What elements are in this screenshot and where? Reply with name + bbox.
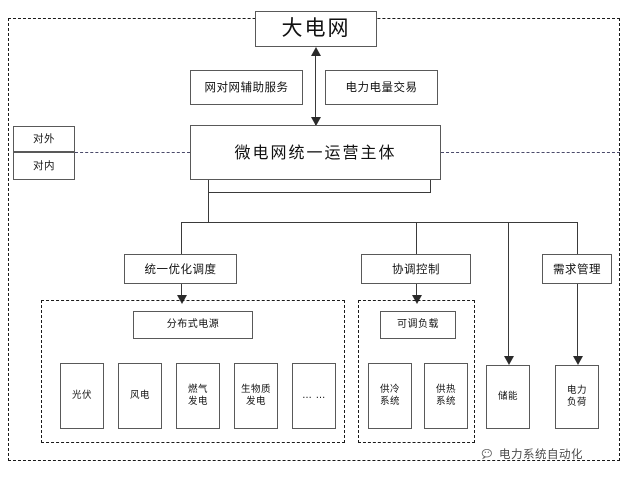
connector-bus-to-demand-mgmt	[577, 222, 578, 254]
node-main-grid-label: 大电网	[281, 16, 351, 41]
node-power-energy-trading-label: 电力电量交易	[345, 80, 418, 95]
node-biomass-power-generation-label: 生物质 发电	[240, 384, 271, 407]
node-microgrid-unified-operator[interactable]: 微电网统一运营主体	[190, 125, 441, 180]
node-grid-to-grid-ancillary-service-label: 网对网辅助服务	[204, 80, 289, 95]
node-demand-management[interactable]: 需求管理	[542, 254, 612, 284]
arrowhead-down-to-storage	[504, 356, 514, 365]
arrowhead-down-to-electric-load	[573, 356, 583, 365]
node-dg-more-ellipsis-label: … …	[302, 390, 326, 402]
node-power-energy-trading[interactable]: 电力电量交易	[325, 70, 438, 105]
node-heating-system-label: 供热 系统	[435, 384, 456, 407]
divider-scope-right	[441, 152, 620, 153]
connector-distribution-bus	[181, 222, 577, 223]
arrowhead-down-to-dg-group	[177, 295, 187, 304]
node-main-grid[interactable]: 大电网	[255, 11, 377, 47]
node-demand-management-label: 需求管理	[553, 261, 601, 276]
connector-bus-to-storage	[508, 222, 509, 360]
node-adjustable-load[interactable]: 可调负载	[380, 311, 456, 339]
node-distributed-generation[interactable]: 分布式电源	[133, 311, 253, 339]
connector-demand-to-electric-load	[577, 284, 578, 360]
divider-scope-left	[75, 152, 190, 153]
wechat-logo-icon	[481, 448, 496, 461]
node-gas-power-generation-label: 燃气 发电	[187, 384, 208, 407]
connector-entity-bus-drop	[208, 192, 209, 222]
node-distributed-generation-label: 分布式电源	[166, 318, 220, 330]
node-electric-load[interactable]: 电力 负荷	[555, 365, 599, 429]
node-scope-internal[interactable]: 对内	[13, 152, 75, 180]
node-heating-system[interactable]: 供热 系统	[424, 363, 468, 429]
node-wind-power-label: 风电	[129, 390, 150, 402]
node-wind-power[interactable]: 风电	[118, 363, 162, 429]
node-grid-to-grid-ancillary-service[interactable]: 网对网辅助服务	[190, 70, 303, 105]
group-distributed-generation	[41, 300, 345, 443]
connector-scheduling-to-dg-group	[181, 284, 182, 300]
connector-entity-stub-left	[208, 180, 209, 202]
connector-grid-to-entity	[315, 55, 316, 125]
connector-bus-to-coordination	[416, 222, 417, 254]
watermark-label: 电力系统自动化	[499, 447, 583, 461]
node-unified-optimal-dispatch-label: 统一优化调度	[144, 261, 217, 276]
group-adjustable-load	[358, 300, 475, 443]
node-unified-optimal-dispatch[interactable]: 统一优化调度	[124, 254, 237, 284]
node-scope-external-label: 对外	[33, 132, 55, 145]
watermark: 电力系统自动化	[481, 446, 583, 462]
connector-bus-to-scheduling	[181, 222, 182, 254]
arrowhead-down-to-entity	[311, 117, 321, 126]
node-energy-storage[interactable]: 储能	[486, 365, 530, 429]
connector-entity-bus-upper	[208, 192, 431, 193]
arrowhead-down-to-load-group	[412, 295, 422, 304]
node-electric-load-label: 电力 负荷	[566, 385, 587, 408]
node-biomass-power-generation[interactable]: 生物质 发电	[234, 363, 278, 429]
node-microgrid-unified-operator-label: 微电网统一运营主体	[234, 142, 397, 162]
connector-entity-stub-right	[430, 180, 431, 192]
node-dg-more-ellipsis[interactable]: … …	[292, 363, 336, 429]
node-scope-internal-label: 对内	[33, 159, 55, 172]
connector-coordination-to-load-group	[416, 284, 417, 300]
node-cooling-system-label: 供冷 系统	[379, 384, 400, 407]
node-scope-external[interactable]: 对外	[13, 126, 75, 152]
node-cooling-system[interactable]: 供冷 系统	[368, 363, 412, 429]
node-energy-storage-label: 储能	[497, 391, 518, 403]
node-photovoltaic[interactable]: 光伏	[60, 363, 104, 429]
node-gas-power-generation[interactable]: 燃气 发电	[176, 363, 220, 429]
node-photovoltaic-label: 光伏	[71, 390, 92, 402]
node-adjustable-load-label: 可调负载	[397, 318, 439, 330]
node-coordinated-control-label: 协调控制	[392, 261, 440, 276]
arrowhead-up-to-main-grid	[311, 47, 321, 56]
node-coordinated-control[interactable]: 协调控制	[361, 254, 471, 284]
